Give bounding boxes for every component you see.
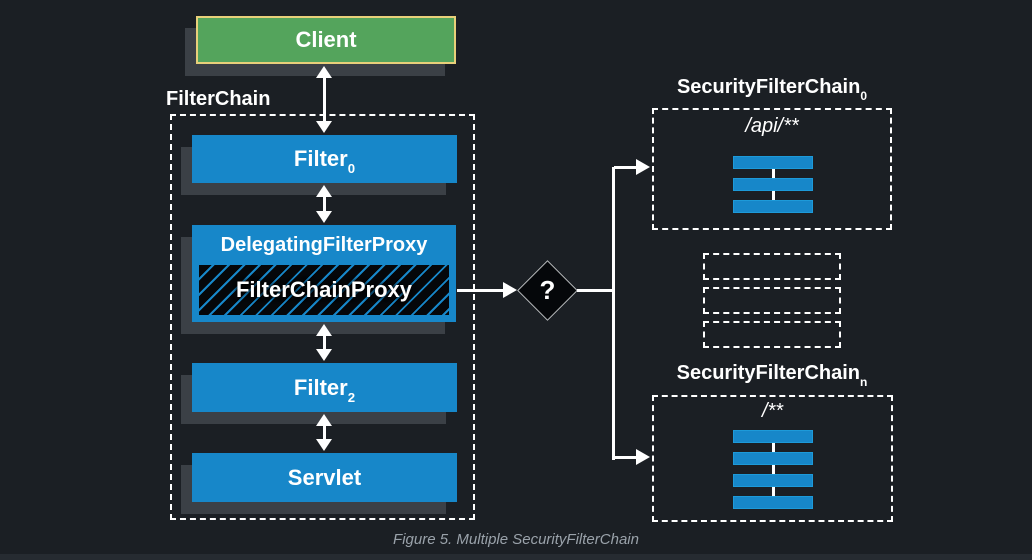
- filter0-box: Filter0: [192, 135, 457, 183]
- filter-bar: [733, 200, 813, 213]
- filter0-label: Filter0: [293, 146, 356, 177]
- decision-label: ?: [539, 275, 556, 305]
- filter-bars-n: [733, 430, 813, 509]
- page-bottom-strip: [0, 554, 1032, 560]
- placeholder-chain-box: [703, 287, 841, 314]
- arrowhead-right-icon: [636, 159, 650, 175]
- arrowhead-up-icon: [316, 324, 332, 336]
- placeholder-chain-box: [703, 321, 841, 348]
- arrowhead-up-icon: [316, 414, 332, 426]
- arrowhead-right-icon: [636, 449, 650, 465]
- client-box: Client: [196, 16, 456, 64]
- filter2-label: Filter2: [293, 374, 356, 405]
- security-filter-chain-n-title: SecurityFilterChainn: [676, 362, 868, 389]
- arrowhead-down-icon: [316, 349, 332, 361]
- line-fcp-to-decision: [457, 289, 505, 292]
- security-filter-chain-0-box: /api/**: [652, 108, 892, 230]
- arrowhead-up-icon: [316, 185, 332, 197]
- client-label: Client: [295, 27, 357, 52]
- line-branch-to-chain0: [614, 166, 638, 169]
- filterchain-label: FilterChain: [166, 88, 271, 110]
- filter-bar: [733, 178, 813, 191]
- placeholder-chains: [703, 253, 841, 348]
- filter2-box: Filter2: [192, 363, 457, 412]
- url-pattern-n: /**: [761, 400, 784, 422]
- arrowhead-up-icon: [316, 66, 332, 78]
- url-pattern-0: /api/**: [745, 115, 799, 137]
- filter-bar: [733, 452, 813, 465]
- line-branch-to-chain-n: [614, 456, 638, 459]
- placeholder-chain-box: [703, 253, 841, 280]
- arrowhead-right-icon: [503, 282, 517, 298]
- security-filter-chain-0-title: SecurityFilterChain0: [676, 76, 868, 103]
- figure-caption: Figure 5. Multiple SecurityFilterChain: [393, 531, 639, 548]
- arrow-filter0-dfp: [315, 185, 333, 223]
- arrow-client-filter0: [315, 66, 333, 133]
- arrowhead-down-icon: [316, 439, 332, 451]
- line-decision-to-branch: [577, 289, 614, 292]
- arrowhead-down-icon: [316, 211, 332, 223]
- delegating-filter-proxy-label: DelegatingFilterProxy: [220, 233, 428, 256]
- filter-bars-0: [733, 156, 813, 213]
- filter-bar: [733, 156, 813, 169]
- security-filter-chain-n-box: /**: [652, 395, 893, 522]
- filter-bar: [733, 430, 813, 443]
- delegating-filter-proxy-box: DelegatingFilterProxy FilterChainProxy: [192, 225, 456, 322]
- filterchain-container: [170, 114, 475, 520]
- filter-bar: [733, 474, 813, 487]
- filter-chain-proxy-label: FilterChainProxy: [235, 277, 413, 302]
- filter-chain-proxy-box: FilterChainProxy: [199, 265, 449, 315]
- filter-bar: [733, 496, 813, 509]
- arrow-dfp-filter2: [315, 324, 333, 361]
- servlet-label: Servlet: [287, 464, 362, 490]
- arrow-filter2-servlet: [315, 414, 333, 451]
- servlet-box: Servlet: [192, 453, 457, 502]
- branch-vertical-line: [612, 167, 615, 460]
- arrowhead-down-icon: [316, 121, 332, 133]
